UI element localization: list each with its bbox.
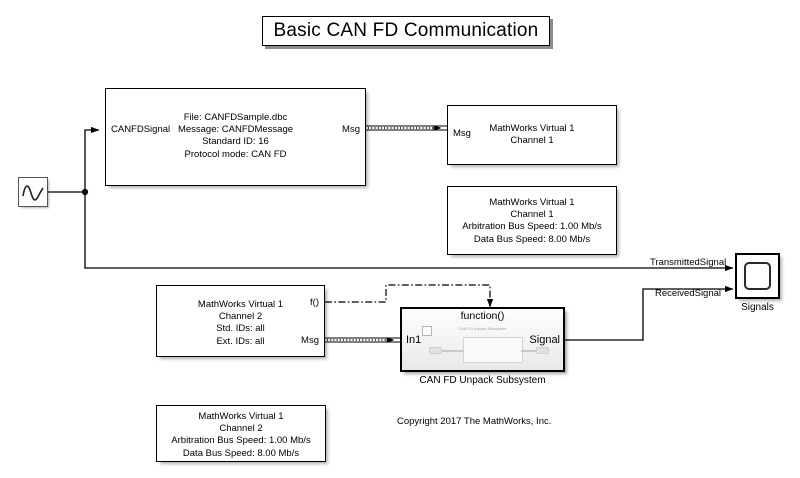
signal-generator-block[interactable] xyxy=(18,177,48,207)
branch-junction-dot xyxy=(81,188,89,196)
wire-transmitted-signal xyxy=(84,192,734,272)
thumbnail-body-box xyxy=(463,337,523,363)
can-fd-receive-block[interactable]: f() Msg MathWorks Virtual 1 Channel 2 St… xyxy=(156,285,325,357)
scope-screen-icon xyxy=(744,262,771,290)
can-transmit-input-port-label: Msg xyxy=(453,128,471,139)
waveform-icon xyxy=(22,185,44,201)
thumbnail-wire-right xyxy=(521,350,541,352)
subsystem-outport-label: Signal xyxy=(529,334,560,346)
model-title-text: Basic CAN FD Communication xyxy=(273,20,539,41)
scope-block[interactable] xyxy=(735,253,780,299)
can-fd-config-channel2-block[interactable]: MathWorks Virtual 1 Channel 2 Arbitratio… xyxy=(156,405,326,462)
wire-function-call xyxy=(325,284,494,308)
can-receive-msg-port-label: Msg xyxy=(301,335,319,346)
can-fd-unpack-subsystem-block[interactable]: function() CAN FD Unpack Subsystem In1 S… xyxy=(400,307,565,372)
thumbnail-checkbox xyxy=(422,326,432,336)
copyright-text: Copyright 2017 The MathWorks, Inc. xyxy=(397,416,552,427)
can-receive-parameters: MathWorks Virtual 1 Channel 2 Std. IDs: … xyxy=(197,299,284,347)
transmitted-signal-label: TransmittedSignal xyxy=(650,257,727,268)
wire-branch-to-pack xyxy=(84,126,100,192)
can-pack-input-port-label: CANFDSignal xyxy=(111,124,171,135)
wire-pack-to-transmit xyxy=(366,125,447,131)
thumbnail-port-left xyxy=(429,347,442,354)
received-signal-label: ReceivedSignal xyxy=(655,288,722,299)
can-transmit-parameters: MathWorks Virtual 1 Channel 1 xyxy=(489,123,575,147)
can-receive-fcn-port-label: f() xyxy=(310,297,319,308)
subsystem-trigger-label: function() xyxy=(460,310,505,322)
wire-receive-to-subsystem xyxy=(325,337,400,343)
wire-received-signal xyxy=(565,285,734,341)
thumbnail-title: CAN FD Unpack Subsystem xyxy=(458,327,507,331)
can-pack-output-port-label: Msg xyxy=(342,124,360,135)
thumbnail-port-right xyxy=(536,347,549,354)
unpack-subsystem-caption: CAN FD Unpack Subsystem xyxy=(419,375,546,386)
model-title: Basic CAN FD Communication xyxy=(262,16,550,46)
can-fd-config-channel1-block[interactable]: MathWorks Virtual 1 Channel 1 Arbitratio… xyxy=(447,186,617,255)
scope-caption: Signals xyxy=(741,302,774,313)
can-pack-parameters: File: CANFDSample.dbc Message: CANFDMess… xyxy=(177,112,294,160)
can-fd-pack-block[interactable]: CANFDSignal Msg File: CANFDSample.dbc Me… xyxy=(105,88,366,186)
can-config-channel1-parameters: MathWorks Virtual 1 Channel 1 Arbitratio… xyxy=(462,197,602,245)
thumbnail-wire-left xyxy=(436,350,463,352)
can-config-channel2-parameters: MathWorks Virtual 1 Channel 2 Arbitratio… xyxy=(171,411,311,459)
can-fd-transmit-block[interactable]: Msg MathWorks Virtual 1 Channel 1 xyxy=(447,105,617,165)
subsystem-inport-label: In1 xyxy=(406,334,422,346)
